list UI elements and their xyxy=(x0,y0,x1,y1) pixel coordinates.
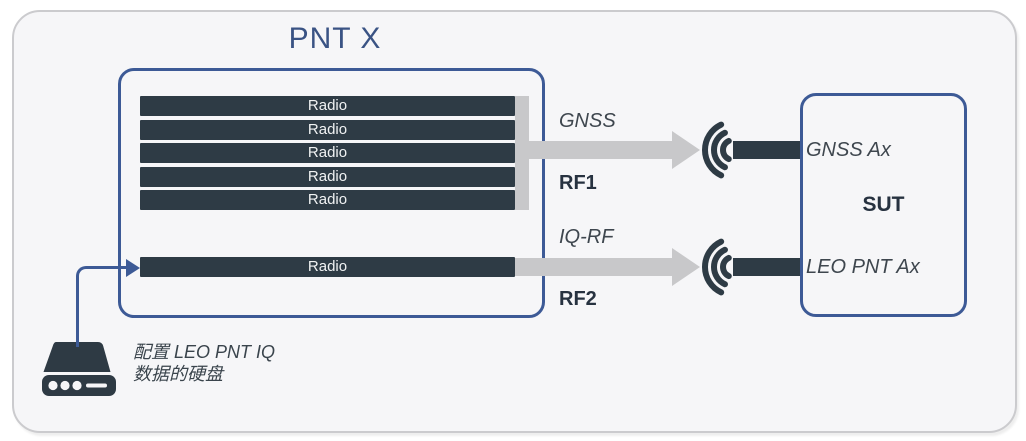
sut-label: SUT xyxy=(862,193,905,216)
radio-module: Radio xyxy=(140,96,515,116)
radio-module-single: Radio xyxy=(140,257,515,277)
diagram-canvas xyxy=(12,10,1017,433)
gnss-ax-label: GNSS Ax xyxy=(806,139,891,161)
sut-box xyxy=(800,93,967,317)
radio-module: Radio xyxy=(140,143,515,163)
rf2-port-label: RF2 xyxy=(559,288,597,310)
leo-pnt-antenna-icon xyxy=(702,238,800,296)
disk-caption-line1: 配置 LEO PNT IQ xyxy=(133,342,276,362)
radio-module: Radio xyxy=(140,119,515,140)
radio-module: Radio xyxy=(140,166,515,187)
hard-disk-icon xyxy=(42,342,116,396)
leo-pnt-ax-label: LEO PNT Ax xyxy=(806,256,920,278)
rf1-arrowhead-icon xyxy=(672,131,700,169)
rf1-port-label: RF1 xyxy=(559,172,597,194)
disk-connector-line xyxy=(76,266,129,347)
pntx-title: PNT X xyxy=(288,22,382,55)
gnss-antenna-icon xyxy=(702,121,800,179)
disk-caption: 配置 LEO PNT IQ 数据的硬盘 xyxy=(133,341,275,385)
rf1-arrow-shaft xyxy=(528,141,674,159)
radio-stack-collector-bar xyxy=(515,96,529,210)
gnss-signal-label: GNSS xyxy=(559,110,616,132)
disk-connector-arrowhead-icon xyxy=(126,259,140,277)
pntx-box xyxy=(118,68,545,318)
disk-caption-line2: 数据的硬盘 xyxy=(133,364,223,384)
rf2-arrow-shaft xyxy=(515,258,674,276)
rf2-arrowhead-icon xyxy=(672,248,700,286)
iq-rf-signal-label: IQ-RF xyxy=(559,226,614,248)
radio-module: Radio xyxy=(140,190,515,210)
